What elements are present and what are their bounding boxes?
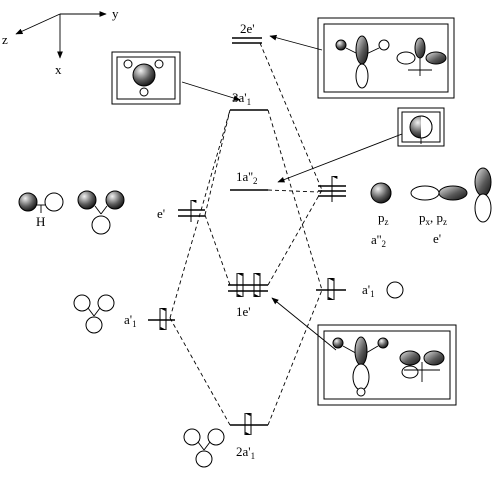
pointer-arrows: [181, 34, 403, 351]
label-1e: 1e': [236, 304, 251, 319]
axis-y-label: y: [112, 6, 119, 21]
label-2a1: 2a'1: [236, 444, 255, 461]
left-levels: [148, 200, 205, 330]
axis-z-label: z: [2, 32, 8, 47]
e-label: e': [433, 231, 441, 246]
level-labels: 2e' 3a'1 1a''2 1e' 2a'1 e' a'1 a'1: [124, 21, 375, 461]
axis-x-label: x: [55, 62, 62, 77]
label-right-a1: a'1: [362, 282, 375, 299]
box-3a1: [111, 51, 181, 105]
label-2e: 2e': [240, 21, 255, 36]
h-atom-label: H: [36, 214, 45, 229]
box-1e: [317, 324, 457, 406]
label-left-a1: a'1: [124, 312, 137, 329]
central-p-orbitals: pz a''2 px, pz e': [370, 167, 492, 299]
pz-label: pz: [378, 210, 389, 227]
pxpz-label: px, pz: [419, 210, 447, 227]
h3-orbital-a1: [73, 294, 115, 334]
h3-orbital-bottom: [183, 428, 225, 468]
correlation-lines: [169, 42, 323, 426]
right-levels: [316, 176, 346, 300]
a2-label: a''2: [371, 232, 386, 249]
box-1a2: [397, 107, 445, 147]
h3-orbitals-e: H: [18, 190, 125, 235]
label-1a2: 1a''2: [236, 169, 257, 186]
coordinate-axes: y x z: [2, 6, 119, 77]
label-left-e: e': [157, 206, 165, 221]
center-levels: [228, 37, 268, 435]
box-2e: [317, 17, 455, 99]
